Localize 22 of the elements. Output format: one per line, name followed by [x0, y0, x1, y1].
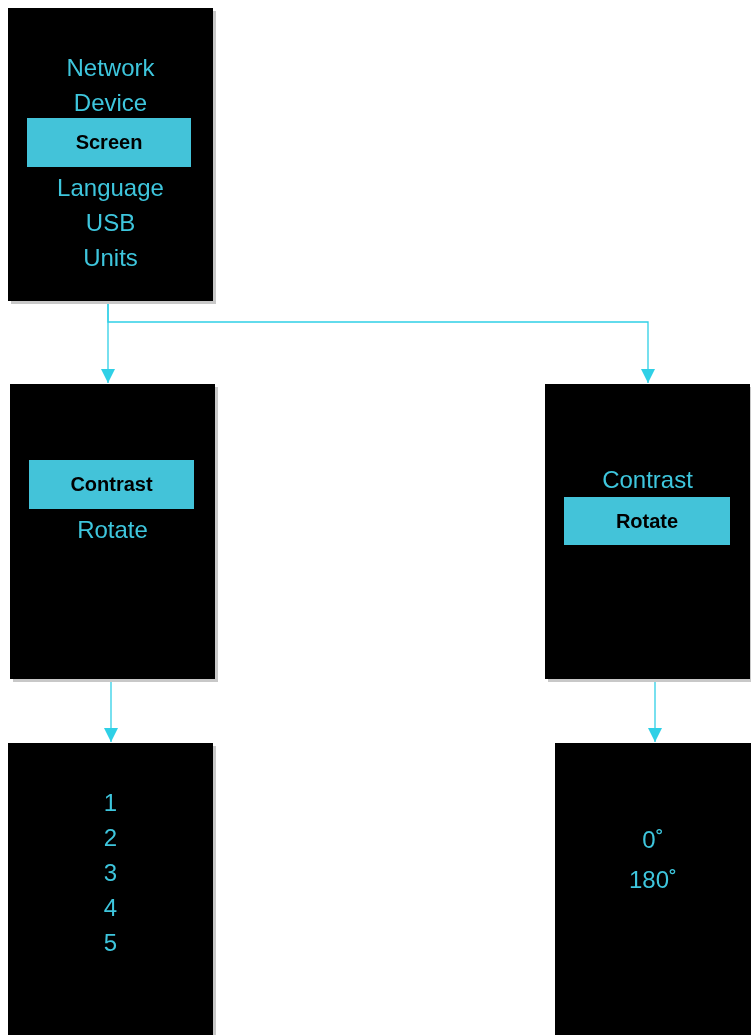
selected-menu-item: Contrast: [29, 460, 194, 509]
menu-item: 180˚: [628, 866, 677, 894]
menu-item: 4: [103, 894, 118, 922]
menu-item: USB: [85, 209, 136, 237]
selected-menu-item: Screen: [27, 118, 191, 167]
screen-panel: [545, 384, 750, 679]
selected-menu-item: Rotate: [564, 497, 730, 545]
screen-panel: [8, 8, 213, 301]
screen-panel: [555, 743, 751, 1035]
menu-item: 2: [103, 824, 118, 852]
menu-item: Language: [57, 174, 164, 202]
menu-item: 3: [103, 859, 118, 887]
menu-item: Device: [73, 89, 148, 117]
menu-item: Network: [66, 54, 155, 82]
menu-item: Units: [83, 244, 138, 272]
menu-item: Contrast: [602, 466, 693, 494]
menu-item: Rotate: [77, 516, 148, 544]
menu-item: 0˚: [642, 826, 664, 854]
screen-panel: [8, 743, 213, 1035]
screen-panel: [10, 384, 215, 679]
menu-item: 1: [103, 789, 118, 817]
menu-item: 5: [103, 929, 118, 957]
